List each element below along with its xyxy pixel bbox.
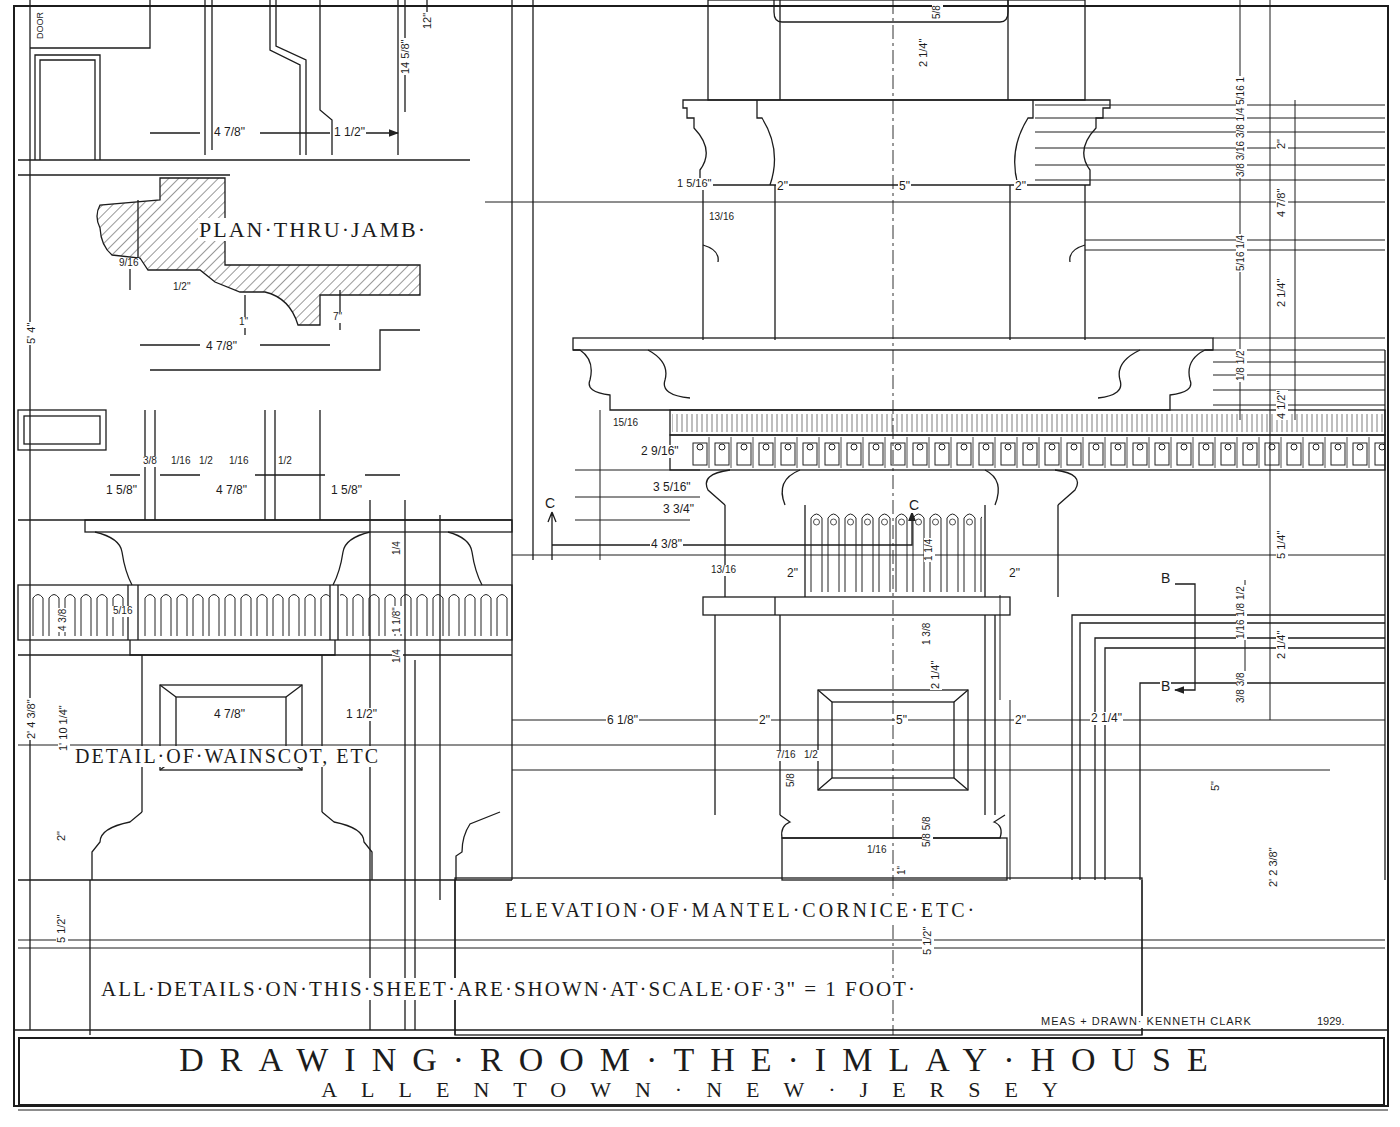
dimension-text: 3/8 3/8 [1236, 671, 1247, 704]
dimension-text: 1/8 1/2 [1236, 349, 1247, 382]
dimension-text: 2' 4 3/8" [26, 698, 38, 740]
dimension-text: 1 1/2" [345, 708, 378, 721]
dimension-text: 5" [1210, 780, 1222, 792]
dimension-text: DOOR [36, 11, 45, 40]
dimension-text: 2 1/4" [1276, 278, 1288, 308]
dimension-text: 1 3/8 [922, 622, 933, 646]
dimension-text: 1/16 1/8 1/2 [1236, 585, 1247, 640]
drawing-caption: DETAIL·OF·WAINSCOT, ETC [74, 746, 381, 767]
dimension-text: 1' 10 1/4" [58, 704, 70, 752]
dimension-text: 2' 2 3/8" [1268, 846, 1280, 888]
sheet-subtitle: ALLENTOWN·NEW·JERSEY [28, 1078, 1375, 1101]
dimension-text: 4 7/8" [1276, 188, 1288, 218]
title-band: DRAWING·ROOM·THE·IMLAY·HOUSEALLENTOWN·NE… [18, 1037, 1385, 1106]
dimension-text: 5/8 [932, 4, 943, 20]
dimension-text: 3/8 3/16 3/8 1/4 5/16 1 [1236, 76, 1247, 178]
dimension-text: 5 1/4" [1276, 530, 1288, 560]
dimension-text: 2" [1014, 714, 1027, 727]
dimension-text: 5" [898, 180, 911, 193]
dimension-text: 2" [758, 714, 771, 727]
dimension-text: 3 3/4" [662, 503, 695, 516]
dimension-text: 3/8 [142, 456, 158, 467]
dimension-text: 1/2" [172, 282, 191, 293]
dimension-text: 1 1/2" [333, 126, 366, 139]
dimension-text: 1" [897, 865, 908, 876]
dimension-text: 6 1/8" [606, 714, 639, 727]
drawing-caption: ELEVATION·OF·MANTEL·CORNICE·ETC· [504, 900, 978, 921]
dimension-text: 2" [56, 830, 68, 842]
drawing-caption: ALL·DETAILS·ON·THIS·SHEET·ARE·SHOWN·AT·S… [100, 978, 918, 1000]
dimension-text: 13/16 [710, 565, 737, 576]
dimension-text: 14 5/8" [400, 39, 412, 76]
dimension-text: 2" [1008, 567, 1021, 580]
dimension-text: 3 5/16" [652, 481, 692, 494]
dimension-text: 1/2 [277, 456, 293, 467]
dimension-text: 1/4 [392, 648, 403, 664]
section-marker: C [544, 496, 556, 511]
dimension-text: 4 7/8" [215, 484, 248, 497]
dimension-text: 1 5/8" [105, 484, 138, 497]
dimension-text: 4 1/2" [1276, 390, 1288, 420]
dimension-text: 1" [238, 317, 249, 328]
dimension-text: 1/16 [170, 456, 191, 467]
dimension-text: 7/16 [775, 750, 796, 761]
dimension-text: 5/8 [786, 772, 797, 788]
dimension-text: 1/4 [392, 540, 403, 556]
drawing-caption: PLAN·THRU·JAMB· [198, 218, 428, 241]
dimension-text: 1 5/16" [676, 178, 713, 190]
dimension-text: 2" [776, 180, 789, 193]
dimension-text: 5 1/2" [56, 914, 68, 944]
dimension-text: 4 3/8 [58, 608, 69, 632]
dimension-text: 1 1/8" [392, 606, 403, 634]
section-marker: C [908, 498, 920, 513]
dimension-text: 5' 4" [26, 322, 38, 345]
dimension-text: 2 1/4" [918, 38, 930, 68]
dimension-text: 2" [1276, 138, 1288, 150]
dimension-text: 5/16 [112, 606, 133, 617]
dimension-text: 1/16 [866, 845, 887, 856]
dimension-text: 5/16 1/4 [1236, 234, 1247, 272]
dimension-text: 5/8 5/8 [922, 815, 933, 848]
dimension-text: 1/2 [803, 750, 819, 761]
dimension-text: 5" [895, 714, 908, 727]
dimension-text: 1 5/8" [330, 484, 363, 497]
dimension-text: 2 1/4" [1090, 712, 1123, 725]
dimension-text: 12" [422, 12, 434, 30]
dimension-text: 2" [786, 567, 799, 580]
section-marker: B [1160, 679, 1171, 694]
section-marker: B [1160, 571, 1171, 586]
dimension-text: 4 7/8" [213, 708, 246, 721]
dimension-text: 2 9/16" [640, 445, 680, 458]
dimension-text: 9/16 [118, 258, 139, 269]
dimension-text: 1929. [1316, 1016, 1346, 1028]
dimension-text: 15/16 [612, 418, 639, 429]
dimension-text: 1 1/4 [924, 538, 935, 562]
dimension-text: 7" [332, 312, 343, 323]
dimension-text: 2" [1014, 180, 1027, 193]
dimension-text: 2 1/4" [1276, 630, 1288, 660]
dimension-text: 1/2 [198, 456, 214, 467]
dimension-text: 13/16 [708, 212, 735, 223]
dimension-text: 4 7/8" [213, 126, 246, 139]
dimension-text: 2 1/4" [930, 660, 942, 690]
dimension-text: MEAS + DRAWN· KENNETH CLARK [1040, 1016, 1253, 1028]
dimension-text: 4 3/8" [650, 538, 683, 551]
dimension-text: 4 7/8" [205, 340, 238, 353]
sheet-title: DRAWING·ROOM·THE·IMLAY·HOUSE [28, 1042, 1375, 1078]
dimension-text: 5 1/2" [922, 926, 934, 956]
dimension-text: 1/16 [228, 456, 249, 467]
